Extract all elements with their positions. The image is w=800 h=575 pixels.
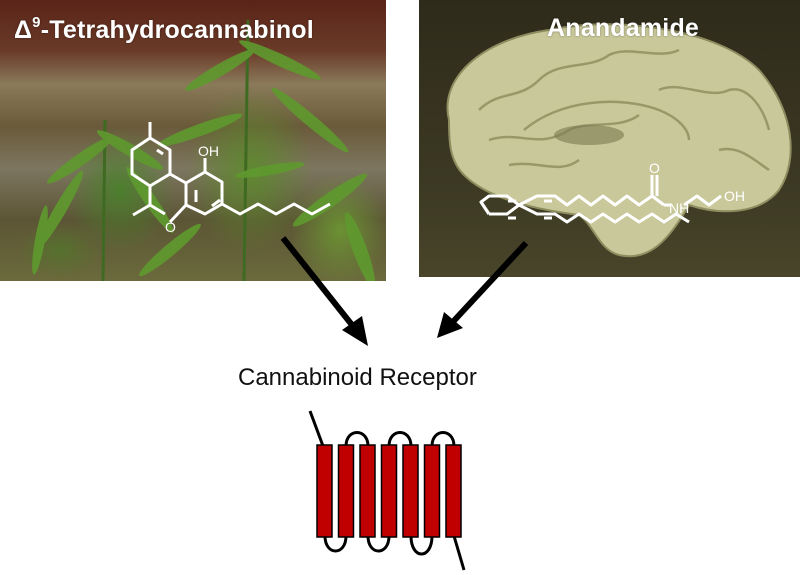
transmembrane-helices: [316, 444, 462, 538]
n-terminus: [308, 410, 325, 447]
helix-tm7: [445, 444, 462, 538]
extracellular-loop: [387, 431, 413, 447]
receptor-label: Cannabinoid Receptor: [238, 364, 477, 391]
anandamide-structure: [479, 175, 722, 224]
intracellular-loop: [409, 535, 434, 556]
thc-title-text: -Tetrahydrocannabinol: [40, 16, 314, 44]
helix-tm2: [337, 444, 355, 538]
anandamide-brain-photo: O NH OH Anandamide: [419, 0, 800, 277]
delta-symbol: Δ: [14, 16, 33, 44]
anandamide-title: Anandamide: [547, 14, 700, 42]
extracellular-loop: [430, 431, 456, 447]
helix-tm6: [423, 444, 441, 538]
cannabis-plant-illustration: OH O: [32, 19, 376, 281]
receptor-loops: [308, 410, 466, 571]
carbonyl-oxygen-label: O: [649, 160, 660, 176]
hydroxyl-label: OH: [198, 143, 219, 159]
oxygen-label: O: [165, 219, 176, 235]
brain-illustration: O NH OH: [446, 23, 792, 258]
intracellular-loop: [323, 535, 348, 553]
helix-tm3: [359, 444, 376, 538]
amide-nh-label: NH: [669, 200, 689, 216]
hydroxyl-label: OH: [724, 188, 745, 204]
c-terminus: [452, 535, 466, 571]
thc-structure: [130, 122, 331, 224]
extracellular-loop: [344, 431, 370, 447]
ventricle: [554, 125, 624, 145]
title-superscript: 9: [32, 14, 41, 31]
thc-title: Δ9-Tetrahydrocannabinol: [14, 14, 314, 45]
helix-tm5: [402, 444, 419, 538]
intracellular-loop: [366, 535, 391, 553]
thc-cannabis-photo: OH O Δ9-Tetrahydrocannabinol: [0, 0, 386, 281]
plant-stem: [242, 19, 250, 281]
helix-tm4: [380, 444, 398, 538]
helix-tm1: [316, 444, 333, 538]
